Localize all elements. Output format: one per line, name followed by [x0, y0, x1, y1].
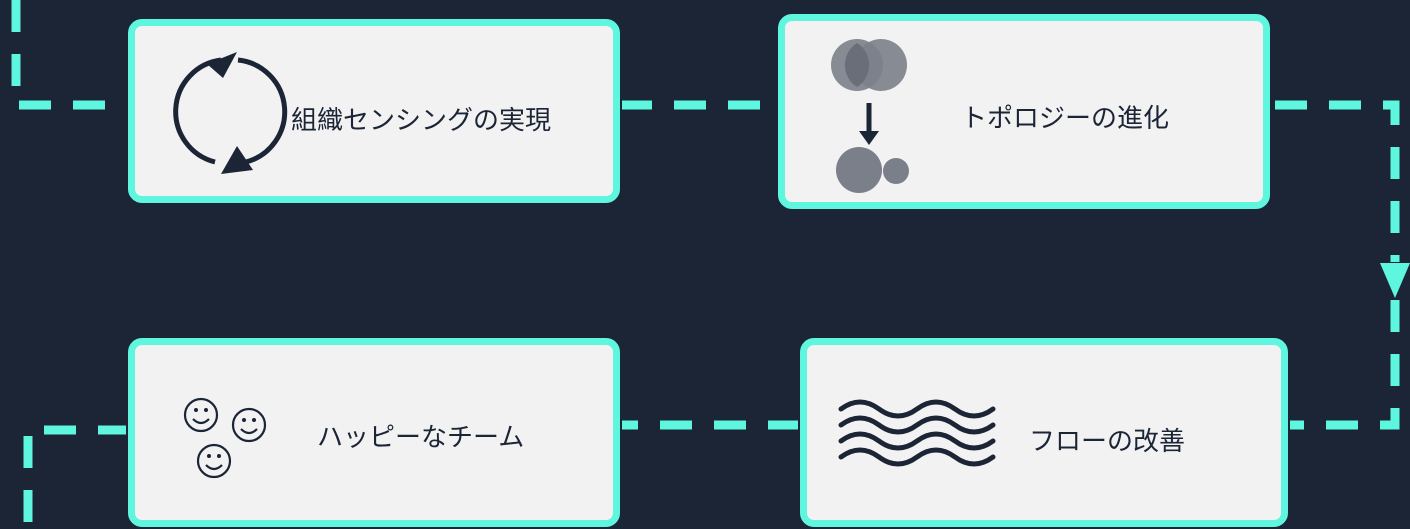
merge-to-split-icon [831, 39, 909, 193]
box-sensing-label: 組織センシングの実現 [291, 106, 552, 136]
box-topology-label: トポロジーの進化 [961, 104, 1170, 134]
arrowhead-down [1380, 263, 1410, 298]
refresh-cycle-icon [173, 52, 288, 174]
box-topology: トポロジーの進化 [778, 14, 1270, 209]
connector-topology-right [1275, 100, 1400, 262]
box-flow: フローの改善 [800, 338, 1288, 527]
waves-icon [838, 399, 996, 467]
box-happy-label: ハッピーなチーム [317, 423, 525, 453]
box-flow-label: フローの改善 [1029, 427, 1186, 457]
connector-happy-left [23, 425, 130, 529]
connector-left-top [11, 0, 130, 110]
box-happy: ハッピーなチーム [128, 338, 620, 527]
smiley-faces-icon [183, 397, 267, 479]
connector-right-flow [1275, 300, 1400, 430]
box-sensing: 組織センシングの実現 [128, 19, 620, 203]
